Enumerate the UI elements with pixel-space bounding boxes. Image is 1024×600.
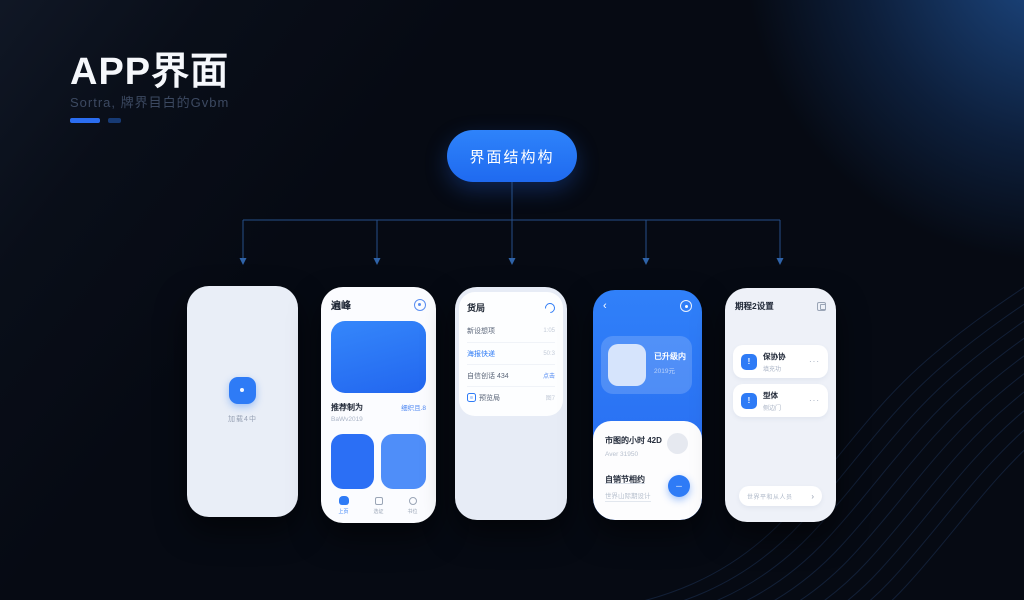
home-banner[interactable] — [331, 321, 426, 393]
detail-row2-title: 自销节相约 — [605, 475, 645, 484]
minus-icon: － — [675, 481, 683, 491]
settings-card[interactable]: ! 型体 侧边门 ··· — [733, 384, 828, 417]
detail-card-subtitle: 2019元 — [654, 368, 675, 375]
list-row[interactable]: 海报快递 50:3 — [467, 342, 555, 364]
detail-card-title: 已升级内 — [654, 352, 686, 361]
copy-icon[interactable] — [817, 301, 826, 311]
refresh-arc-icon[interactable] — [542, 300, 558, 315]
phone-list-screen: 货局 新设想项 1:05 海报快递 50:3 自信创话 434 点击 — [455, 287, 567, 520]
search-pill-text: 世界平和从人员 — [747, 494, 793, 501]
alert-glyph: ! — [747, 396, 751, 405]
home-card-tile-2[interactable] — [381, 434, 426, 489]
list-row[interactable]: 预览局 图7 — [467, 386, 555, 408]
list-card: 货局 新设想项 1:05 海报快递 50:3 自信创话 434 点击 — [459, 292, 563, 416]
list-row-value: 图7 — [545, 396, 555, 402]
more-dots-icon[interactable]: ··· — [809, 396, 820, 405]
list-row-label: 自信创话 434 — [467, 372, 509, 380]
phone-splash-screen: 加载4中 — [187, 286, 298, 517]
tab-discover-label: 选证 — [373, 509, 384, 515]
settings-card-title: 保协协 — [763, 351, 786, 361]
settings-title: 期程2设置 — [735, 301, 774, 311]
detail-bottom-sheet: 市图的小时 42D Aver 31950 自销节相约 世界山际期设计 － — [593, 421, 702, 520]
detail-hero-card[interactable]: 已升级内 2019元 — [601, 336, 692, 394]
home-tab-bar: 上页 选证 书位 — [331, 496, 426, 515]
tab-home[interactable]: 上页 — [331, 496, 357, 515]
detail-action-button[interactable]: － — [668, 475, 690, 497]
settings-card-subtitle: 侧边门 — [763, 405, 782, 412]
alert-glyph: ! — [747, 357, 751, 366]
flow-root-label: 界面结构构 — [469, 148, 555, 166]
compass-circle-icon[interactable] — [414, 298, 426, 311]
preview-box-icon — [467, 393, 476, 402]
settings-search-pill[interactable]: 世界平和从人员 › — [739, 486, 822, 506]
flow-root-node: 界面结构构 — [447, 130, 577, 182]
phone-detail-screen: ‹ 已升级内 2019元 市图的小时 42D Aver 31950 自销节相约 … — [593, 290, 702, 520]
detail-thumbnail — [608, 344, 646, 386]
phone-settings-screen: 期程2设置 ! 保协协 填充功 ··· ! 型体 侧边门 ··· 世界平和从人员 — [725, 288, 836, 522]
settings-card[interactable]: ! 保协协 填充功 ··· — [733, 345, 828, 378]
list-row-label: 预览局 — [467, 393, 500, 403]
detail-row1-title: 市图的小时 42D — [605, 436, 662, 445]
list-row-value: 1:05 — [543, 328, 555, 334]
detail-row-1: 市图的小时 42D Aver 31950 — [605, 433, 690, 458]
alert-badge-icon: ! — [741, 392, 757, 409]
list-title: 货局 — [467, 303, 486, 313]
detail-row1-subtitle: Aver 31950 — [605, 451, 639, 458]
tab-home-label: 上页 — [339, 509, 349, 515]
home-title: 遍峰 — [331, 301, 351, 312]
title-accent-bars — [70, 118, 121, 123]
page-subtitle: Sortra, 牌界目白的Gvbm — [70, 95, 230, 110]
home-card-tile-1[interactable] — [331, 434, 374, 489]
back-chevron-icon[interactable]: ‹ — [603, 299, 607, 312]
settings-card-subtitle: 填充功 — [763, 366, 782, 373]
home-blob-icon — [339, 496, 349, 505]
list-row-label: 新设想项 — [467, 328, 495, 335]
list-row-value: 点击 — [542, 374, 555, 380]
accent-bar-short — [108, 118, 121, 123]
accent-bar-long — [70, 118, 100, 123]
home-more-link[interactable]: 细织且.8 — [401, 405, 426, 412]
more-dots-icon[interactable]: ··· — [809, 357, 820, 366]
share-circle-icon[interactable] — [680, 300, 692, 312]
tab-profile-label: 书位 — [408, 509, 418, 515]
list-row[interactable]: 自信创话 434 点击 — [467, 364, 555, 386]
list-row[interactable]: 新设想项 1:05 — [467, 320, 555, 342]
square-icon — [374, 497, 383, 505]
tab-discover[interactable]: 选证 — [366, 496, 392, 515]
app-logo-icon — [229, 377, 256, 404]
home-section-title: 推荐制为 — [331, 403, 363, 412]
list-row-label-text: 预览局 — [479, 394, 500, 402]
alert-badge-icon: ! — [741, 353, 757, 370]
tab-profile[interactable]: 书位 — [400, 496, 426, 515]
home-section-subtitle: BaWv2019 — [331, 416, 363, 423]
detail-row2-subtitle: 世界山际期设计 — [605, 490, 651, 502]
phone-home-screen: 遍峰 推荐制为 细织且.8 BaWv2019 上页 选证 书位 — [321, 287, 436, 523]
detail-avatar-placeholder — [667, 433, 688, 454]
page-title: APP界面 — [70, 51, 230, 93]
chevron-right-icon: › — [811, 491, 814, 501]
splash-caption: 加载4中 — [228, 416, 257, 423]
list-row-value: 50:3 — [543, 350, 555, 357]
detail-row-2: 自销节相约 世界山际期设计 － — [605, 474, 690, 503]
circle-icon — [409, 497, 417, 505]
settings-card-title: 型体 — [763, 390, 778, 400]
list-row-label: 海报快递 — [467, 350, 495, 358]
